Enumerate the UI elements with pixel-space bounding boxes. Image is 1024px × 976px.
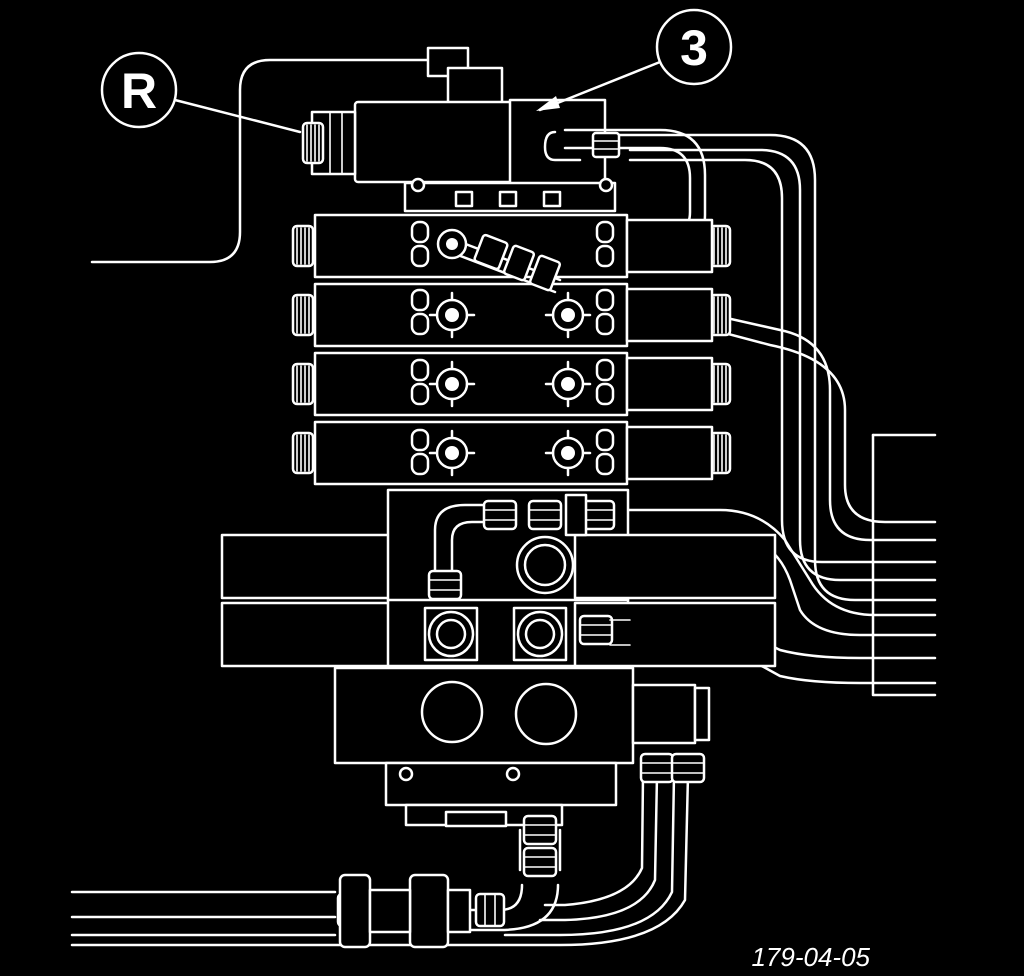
manual-override-knob-icon xyxy=(301,121,325,165)
valve-stack xyxy=(291,213,732,486)
figure-number: 179-04-05 xyxy=(751,942,870,972)
callout-3-label: 3 xyxy=(680,20,708,76)
valve-section-4 xyxy=(291,420,732,486)
callout-r: R xyxy=(100,51,302,134)
solenoid-cable xyxy=(90,58,430,264)
hydraulic-line-bundle xyxy=(578,133,937,697)
solenoid-valve xyxy=(301,46,617,213)
callout-r-label: R xyxy=(121,63,157,119)
callout-3-arrowhead xyxy=(536,96,560,111)
callout-3-leader xyxy=(538,60,662,112)
base-block xyxy=(333,666,711,828)
valve-section-2 xyxy=(291,282,732,348)
solenoid-coil xyxy=(353,100,519,184)
callout-3: 3 xyxy=(536,8,733,112)
bottom-piping xyxy=(70,752,706,949)
valve-section-3 xyxy=(291,351,732,417)
lower-manifold xyxy=(220,488,777,668)
terminal-screws xyxy=(454,190,562,208)
callout-r-leader xyxy=(173,98,302,134)
